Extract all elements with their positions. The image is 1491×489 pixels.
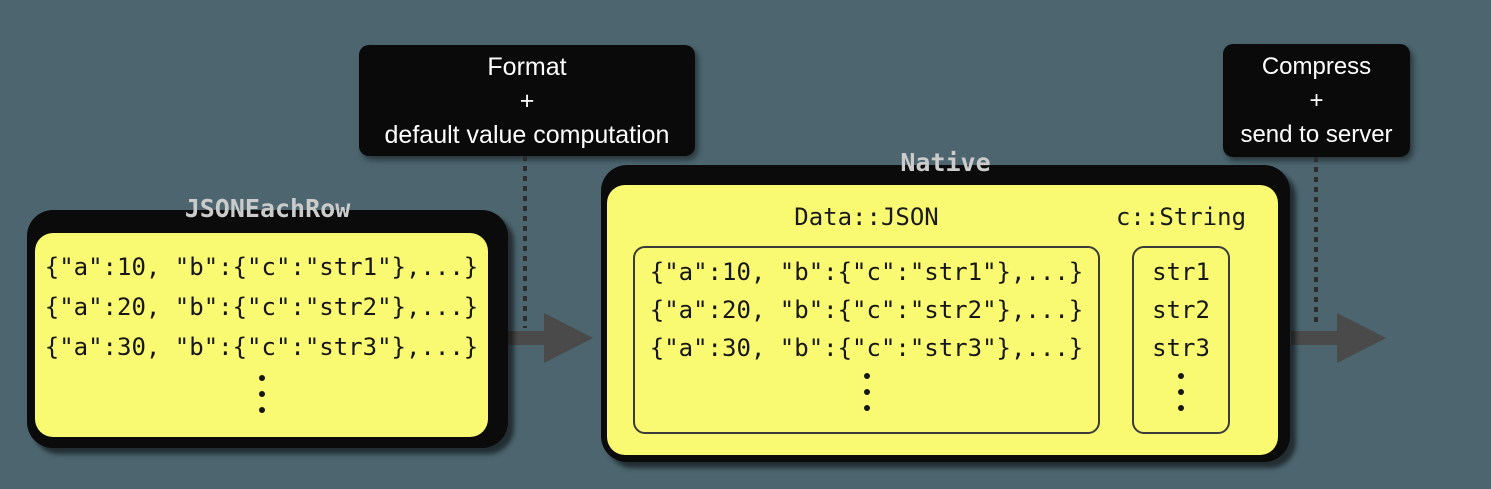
- compress-step-line-3: send to server: [1240, 120, 1393, 148]
- vertical-ellipsis: [863, 373, 870, 411]
- flow-arrow-right-icon: [498, 313, 593, 363]
- flow-arrow-right-icon: [1291, 313, 1386, 363]
- c-string-column-box: str1 str2 str3: [1132, 246, 1230, 434]
- json-row: {"a":30, "b":{"c":"str3"},...}: [44, 333, 479, 361]
- data-json-column-header: Data::JSON: [794, 203, 939, 231]
- vertical-ellipsis: [35, 375, 488, 413]
- jsoneachrow-box: {"a":10, "b":{"c":"str1"},...} {"a":20, …: [27, 210, 508, 448]
- format-step-box: Format + default value computation: [359, 45, 695, 156]
- string-row: str1: [1152, 258, 1210, 286]
- jsoneachrow-title: JSONEachRow: [184, 194, 351, 223]
- vertical-ellipsis: [1178, 373, 1184, 411]
- json-row: {"a":20, "b":{"c":"str2"},...}: [44, 293, 479, 321]
- format-step-line-3: default value computation: [384, 120, 670, 149]
- jsoneachrow-box-fill: {"a":10, "b":{"c":"str1"},...} {"a":20, …: [35, 233, 488, 437]
- format-step-line-2: +: [519, 86, 535, 115]
- compress-step-line-2: +: [1309, 86, 1324, 114]
- c-string-column-header: c::String: [1115, 203, 1247, 231]
- compress-step-box: Compress + send to server: [1223, 44, 1410, 157]
- json-row: {"a":10, "b":{"c":"str1"},...}: [649, 258, 1084, 286]
- string-row: str3: [1152, 334, 1210, 362]
- string-row: str2: [1152, 296, 1210, 324]
- json-row: {"a":30, "b":{"c":"str3"},...}: [649, 334, 1084, 362]
- json-row: {"a":20, "b":{"c":"str2"},...}: [649, 296, 1084, 324]
- format-dotted-connector-line: [523, 156, 527, 328]
- native-box-fill: Data::JSON c::String {"a":10, "b":{"c":"…: [607, 185, 1278, 455]
- native-box: Data::JSON c::String {"a":10, "b":{"c":"…: [601, 165, 1290, 462]
- format-step-line-1: Format: [487, 52, 567, 81]
- data-json-column-box: {"a":10, "b":{"c":"str1"},...} {"a":20, …: [633, 246, 1100, 434]
- native-title: Native: [900, 148, 991, 177]
- json-row: {"a":10, "b":{"c":"str1"},...}: [44, 253, 479, 281]
- compress-dotted-connector-line: [1314, 157, 1318, 325]
- compress-step-line-1: Compress: [1261, 52, 1372, 80]
